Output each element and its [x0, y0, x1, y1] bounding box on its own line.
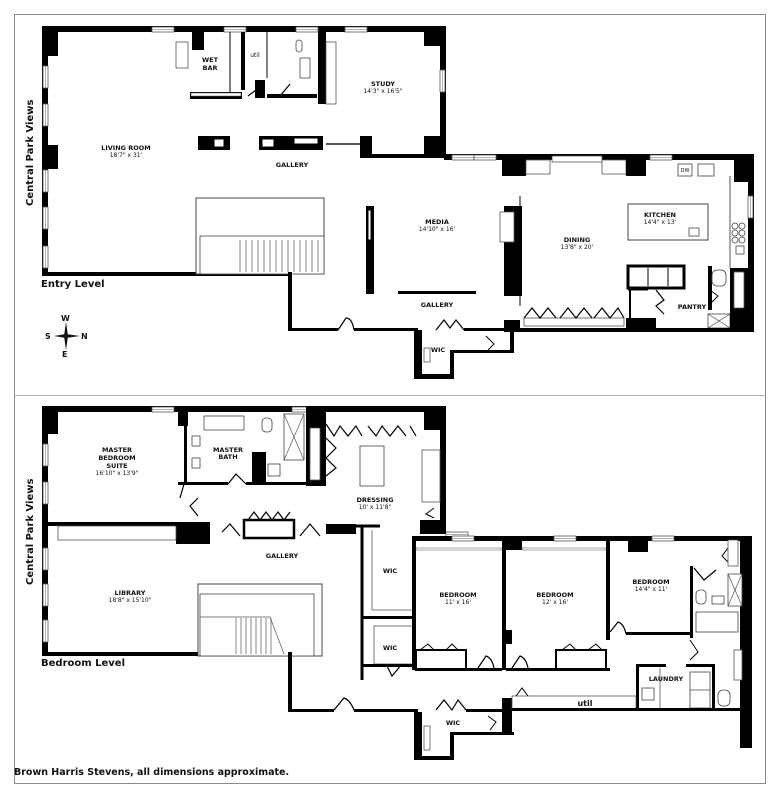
bedroom-level-label: Bedroom Level — [41, 658, 126, 669]
room-bedroom-3-dims: 14'4" x 11' — [635, 586, 668, 593]
compass-east: E — [62, 350, 68, 359]
room-media-dims: 14'10" x 16' — [419, 226, 456, 233]
room-wic-lower: WIC — [446, 719, 461, 727]
room-media: MEDIA — [425, 218, 449, 226]
level-divider — [14, 395, 766, 396]
room-pantry: PANTRY — [678, 303, 707, 311]
footer-disclaimer: Brown Harris Stevens, all dimensions app… — [14, 767, 290, 778]
compass-west: W — [61, 314, 70, 323]
entry-central-park-views-label: Central Park Views — [25, 99, 36, 206]
room-master-bath-2: BATH — [218, 453, 237, 461]
bedroom-level-plan — [42, 406, 752, 760]
room-wet-bar-2: BAR — [203, 64, 218, 72]
room-laundry: LAUNDRY — [649, 675, 684, 683]
room-master-bedroom-dims: 16'10" x 13'9" — [96, 470, 139, 477]
room-master-bedroom-2: BEDROOM — [98, 454, 135, 462]
room-bedroom-2-dims: 12' x 16' — [542, 599, 568, 606]
room-wet-bar: WET — [202, 56, 219, 64]
dishwasher-label: DW — [681, 168, 690, 174]
room-living-room-dims: 18'7" x 31' — [110, 152, 143, 159]
compass-north: N — [81, 332, 88, 341]
room-dining-dims: 13'8" x 20' — [561, 244, 594, 251]
room-gallery: GALLERY — [266, 552, 299, 560]
room-study-dims: 14'3" x 16'5" — [363, 88, 402, 95]
room-gallery-lower: GALLERY — [421, 301, 454, 309]
room-bedroom-2: BEDROOM — [536, 591, 573, 599]
room-gallery-upper: GALLERY — [276, 161, 309, 169]
room-library-dims: 18'8" x 15'10" — [109, 597, 152, 604]
room-bedroom-1-dims: 11' x 16' — [445, 599, 471, 606]
room-util: util — [250, 52, 260, 59]
room-master-bedroom-3: SUITE — [106, 462, 127, 470]
room-master-bedroom: MASTER — [102, 446, 132, 454]
room-wic-middle: WIC — [383, 644, 398, 652]
entry-level-labels: LIVING ROOM 18'7" x 31' WET BAR util STU… — [101, 52, 706, 354]
room-master-bath: MASTER — [213, 446, 243, 454]
room-bedroom-3: BEDROOM — [632, 578, 669, 586]
room-living-room: LIVING ROOM — [101, 144, 151, 152]
room-wic: WIC — [431, 346, 446, 354]
room-kitchen-dims: 14'4" x 13' — [644, 219, 677, 226]
room-bedroom-1: BEDROOM — [439, 591, 476, 599]
bedroom-central-park-views-label: Central Park Views — [25, 478, 36, 585]
bedroom-level-labels: MASTER BEDROOM SUITE 16'10" x 13'9" MAST… — [96, 446, 684, 727]
drawing-frame — [14, 14, 766, 784]
entry-level-plan — [42, 26, 754, 379]
compass-south: S — [45, 332, 51, 341]
room-library: LIBRARY — [115, 589, 146, 597]
room-wic-upper: WIC — [383, 567, 398, 575]
room-dining: DINING — [564, 236, 590, 244]
room-dressing: DRESSING — [356, 496, 393, 504]
room-util: util — [577, 699, 592, 708]
room-study: STUDY — [371, 80, 395, 88]
room-dressing-dims: 10' x 11'8" — [359, 504, 392, 511]
compass-rose: W S N E — [45, 314, 94, 362]
room-kitchen: KITCHEN — [644, 211, 676, 219]
compass-icon — [54, 322, 80, 350]
entry-level-label: Entry Level — [41, 279, 105, 290]
